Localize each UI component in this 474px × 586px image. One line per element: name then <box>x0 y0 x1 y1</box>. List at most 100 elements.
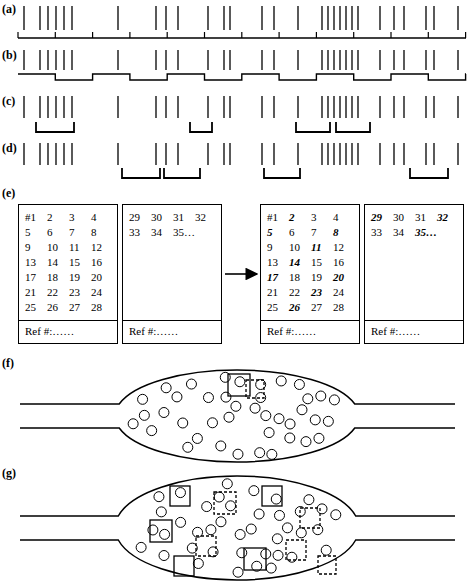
record-number: 28 <box>333 300 355 315</box>
spike-tick <box>155 50 156 70</box>
cell-circle <box>303 394 313 404</box>
sample-square <box>246 380 264 398</box>
spike-tick <box>321 143 322 165</box>
sample-square <box>170 486 190 506</box>
record-number: 23 <box>311 285 333 300</box>
spike-tick <box>23 50 24 70</box>
spike-tick <box>433 6 434 30</box>
sample-square <box>300 508 320 528</box>
cell-circle <box>216 441 226 451</box>
record-number: #1 <box>25 210 47 225</box>
cell-circle <box>233 449 243 459</box>
spike-tick <box>71 96 72 118</box>
spike-tick <box>457 6 458 30</box>
cell-circle <box>175 488 185 498</box>
spike-tick <box>273 6 274 30</box>
record-number: 23 <box>69 285 91 300</box>
record-number: 18 <box>289 270 311 285</box>
spike-tick <box>345 50 346 70</box>
spike-tick <box>345 96 346 118</box>
spike-tick <box>23 96 24 118</box>
cell-circle <box>159 551 169 561</box>
spike-tick <box>165 96 166 118</box>
record-number: 11 <box>311 240 333 255</box>
sample-square <box>318 556 336 574</box>
cell-circle <box>296 528 306 538</box>
cell-circle <box>235 529 245 539</box>
spike-tick <box>39 6 40 30</box>
cell-circle <box>301 437 311 447</box>
spike-tick <box>357 96 358 118</box>
spike-tick <box>327 96 328 118</box>
spike-tick <box>393 6 394 30</box>
record-number: 21 <box>267 285 289 300</box>
record-number: 19 <box>69 270 91 285</box>
cell-circle <box>214 492 224 502</box>
cell-circle <box>271 494 281 504</box>
spike-tick <box>71 143 72 165</box>
record-number: 8 <box>91 225 113 240</box>
sample-square <box>228 374 250 396</box>
record-number: 12 <box>91 240 113 255</box>
cell-circle <box>160 529 170 539</box>
sample-square <box>174 556 194 576</box>
record-number: 32 <box>437 210 459 225</box>
panel-label: (f) <box>2 356 14 371</box>
spike-tick <box>339 6 340 30</box>
cell-circle <box>321 545 331 555</box>
spike-tick <box>321 96 322 118</box>
spike-tick <box>63 96 64 118</box>
spike-tick <box>273 50 274 70</box>
spike-tick <box>403 96 404 118</box>
spike-tick <box>47 143 48 165</box>
record-number: 21 <box>25 285 47 300</box>
cell-circle <box>314 433 324 443</box>
spike-tick <box>229 50 230 70</box>
spike-tick <box>71 50 72 70</box>
spike-train <box>24 50 458 70</box>
spike-tick <box>433 96 434 118</box>
cell-circle <box>226 501 236 511</box>
spike-tick <box>117 50 118 70</box>
spike-tick <box>333 143 334 165</box>
cell-circle <box>274 414 284 424</box>
spike-train <box>24 6 458 30</box>
spike-tick <box>351 6 352 30</box>
spike-tick <box>165 6 166 30</box>
spike-tick <box>357 50 358 70</box>
record-number: 3 <box>311 210 333 225</box>
record-number: 10 <box>47 240 69 255</box>
sample-square <box>262 486 282 506</box>
spike-tick <box>207 96 208 118</box>
spike-tick <box>425 143 426 165</box>
cell-circle <box>156 507 166 517</box>
cell-circle <box>176 517 186 527</box>
cell-circle <box>297 405 307 415</box>
spike-tick <box>393 143 394 165</box>
spike-tick <box>229 96 230 118</box>
number-grid: 29303132333435… <box>123 205 221 320</box>
cell-circle <box>178 418 188 428</box>
record-number: 9 <box>25 240 47 255</box>
cell-circle <box>161 383 171 393</box>
record-sheet: #123456789101112131415161718192021222324… <box>18 204 118 344</box>
cell-circle <box>317 504 327 514</box>
cell-circle <box>254 509 264 519</box>
record-number: 18 <box>47 270 69 285</box>
sample-square <box>244 548 266 570</box>
vessel-figure <box>20 370 455 462</box>
record-sheet: 29303132333435…Ref #:…… <box>364 204 464 344</box>
spike-tick <box>23 143 24 165</box>
vessel-figure <box>20 476 455 580</box>
record-number: 29 <box>129 210 151 225</box>
spike-tick <box>351 96 352 118</box>
spike-tick <box>207 6 208 30</box>
record-number: 31 <box>173 210 195 225</box>
spike-tick <box>261 50 262 70</box>
cell-circle <box>250 403 260 413</box>
panel-label: (a) <box>2 2 16 17</box>
spike-tick <box>357 6 358 30</box>
panel-label: (e) <box>2 186 15 201</box>
cell-circle <box>310 415 320 425</box>
spike-tick <box>177 96 178 118</box>
